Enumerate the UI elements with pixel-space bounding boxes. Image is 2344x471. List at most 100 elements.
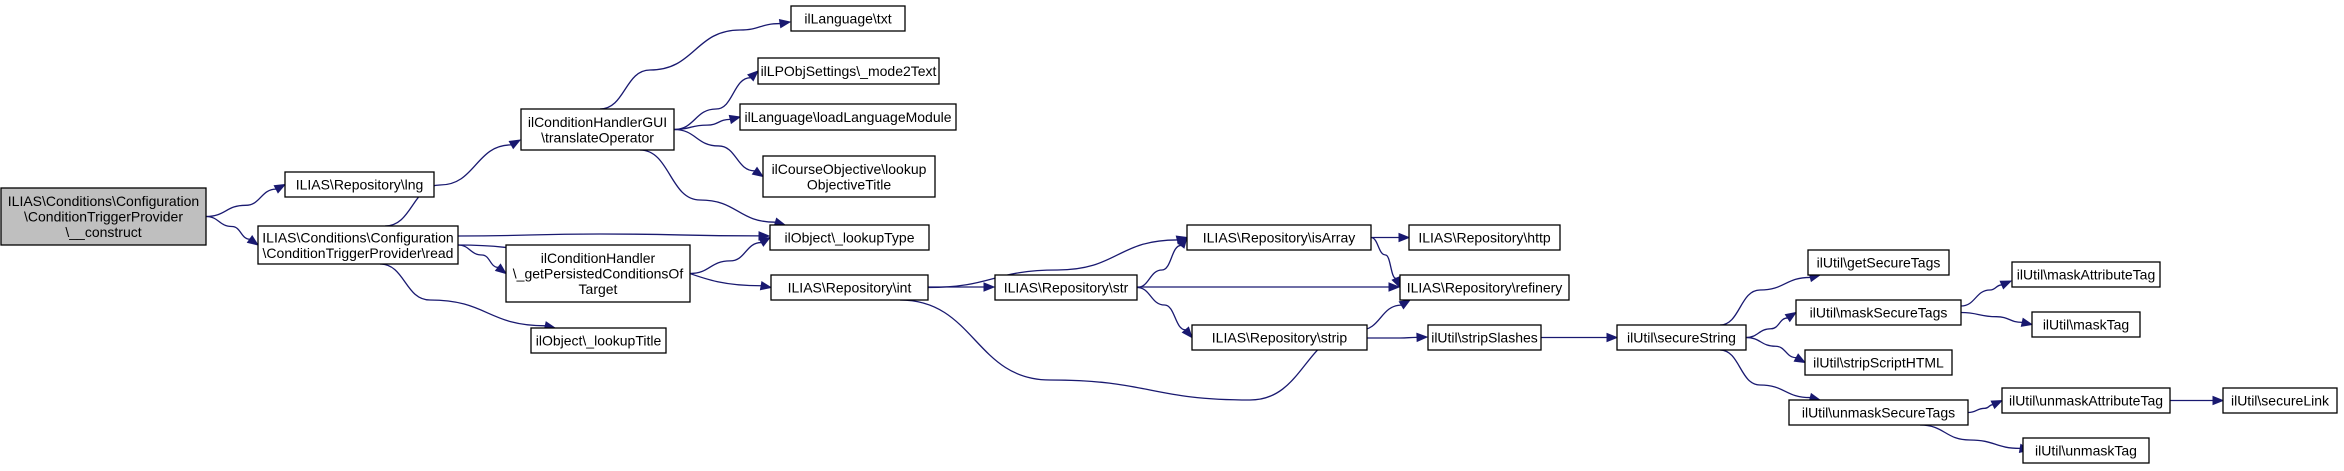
arrowhead-icon	[246, 235, 260, 246]
node-lookup-type[interactable]: ilObject\_lookupType	[769, 224, 930, 251]
node-get-persisted[interactable]: ilConditionHandler\_getPersistedConditio…	[505, 244, 691, 303]
node-label: \translateOperator	[541, 129, 654, 145]
node-label: ilUtil\stripScriptHTML	[1813, 355, 1944, 371]
node-box	[257, 225, 459, 265]
node-label: ILIAS\Repository\refinery	[1407, 280, 1563, 296]
node-box	[1807, 249, 1950, 276]
node-read[interactable]: ILIAS\Conditions\Configuration\Condition…	[257, 225, 459, 265]
node-box	[1408, 224, 1561, 251]
node-mask-tag[interactable]: ilUtil\maskTag	[2031, 311, 2141, 338]
edge-translate-operator-to-lookup-objective-title	[673, 128, 765, 178]
arrowhead-icon	[2020, 317, 2034, 327]
edge-line	[599, 22, 781, 110]
node-is-array[interactable]: ILIAS\Repository\isArray	[1186, 224, 1372, 251]
edge-secure-string-to-mask-secure-tags	[1745, 311, 1798, 339]
node-box	[0, 187, 207, 246]
node-strip[interactable]: ILIAS\Repository\strip	[1191, 324, 1368, 351]
node-strip-slashes[interactable]: ilUtil\stripSlashes	[1427, 324, 1542, 351]
edge-mask-secure-tags-to-mask-tag	[1960, 311, 2034, 327]
edge-line	[689, 241, 762, 275]
arrowhead-icon	[1388, 282, 1401, 292]
node-label: ILIAS\Repository\lng	[296, 177, 424, 193]
edge-line	[1719, 276, 1811, 326]
node-mode2-text[interactable]: ilLPObjSettings\_mode2Text	[757, 57, 940, 85]
arrowhead-icon	[1606, 332, 1619, 343]
edge-line	[379, 263, 546, 327]
edge-translate-operator-to-load-language-module	[673, 114, 742, 131]
node-label: ilUtil\maskSecureTags	[1810, 305, 1948, 321]
node-label: \ConditionTriggerProvider	[24, 209, 183, 225]
arrowhead-icon	[1990, 399, 2004, 410]
node-label: ilCourseObjective\lookup	[772, 161, 927, 177]
node-box	[1427, 324, 1542, 351]
node-box	[505, 244, 691, 303]
node-construct[interactable]: ILIAS\Conditions\Configuration\Condition…	[0, 187, 207, 246]
node-str[interactable]: ILIAS\Repository\str	[994, 274, 1138, 301]
node-label: ilUtil\stripSlashes	[1431, 330, 1538, 346]
arrowhead-icon	[778, 18, 792, 29]
edge-line	[457, 244, 499, 269]
node-translate-operator[interactable]: ilConditionHandlerGUI\translateOperator	[520, 108, 675, 151]
node-box	[769, 224, 930, 251]
edge-translate-operator-to-mode2-text	[673, 70, 759, 131]
node-label: ilLPObjSettings\_mode2Text	[761, 63, 937, 79]
node-secure-link[interactable]: ilUtil\secureLink	[2222, 387, 2338, 414]
node-lng[interactable]: ILIAS\Repository\lng	[284, 171, 435, 198]
node-box	[530, 327, 667, 354]
edge-is-array-to-refinery	[1370, 236, 1401, 289]
node-unmask-attribute-tag[interactable]: ilUtil\unmaskAttributeTag	[2001, 387, 2171, 414]
arrowhead-icon	[751, 166, 765, 178]
edge-line	[1960, 284, 2002, 307]
node-label: ilConditionHandlerGUI	[528, 114, 667, 130]
edge-line	[639, 149, 776, 223]
node-label: ilLanguage\txt	[804, 11, 891, 27]
node-int[interactable]: ILIAS\Repository\int	[770, 274, 929, 301]
edge-line	[673, 128, 755, 172]
node-label: ILIAS\Repository\isArray	[1203, 230, 1356, 246]
node-load-language-module[interactable]: ilLanguage\loadLanguageModule	[739, 103, 957, 131]
edge-translate-operator-to-lookup-type	[639, 149, 787, 227]
node-label: \_getPersistedConditionsOf	[513, 266, 684, 282]
node-box	[790, 5, 906, 32]
node-label: \ConditionTriggerProvider\read	[263, 245, 454, 261]
node-box	[1804, 349, 1953, 376]
edge-line	[1745, 336, 1797, 359]
node-http[interactable]: ILIAS\Repository\http	[1408, 224, 1561, 251]
node-secure-string[interactable]: ilUtil\secureString	[1616, 324, 1747, 351]
node-label: ILIAS\Repository\http	[1418, 230, 1551, 246]
call-graph-nodes: ILIAS\Conditions\Configuration\Condition…	[0, 5, 2338, 464]
arrowhead-icon	[759, 281, 773, 291]
edge-unmask-secure-tags-to-unmask-tag	[1919, 424, 2032, 453]
node-label: ILIAS\Conditions\Configuration	[262, 229, 453, 245]
node-lookup-title[interactable]: ilObject\_lookupTitle	[530, 327, 667, 354]
node-unmask-secure-tags[interactable]: ilUtil\unmaskSecureTags	[1788, 399, 1969, 426]
edge-read-to-lookup-type	[457, 231, 771, 241]
node-box	[1191, 324, 1368, 351]
edge-line	[673, 77, 751, 131]
node-box	[1795, 299, 1962, 326]
edge-read-to-translate-operator	[384, 139, 522, 227]
node-box	[2011, 261, 2161, 288]
node-get-secure-tags[interactable]: ilUtil\getSecureTags	[1807, 249, 1950, 276]
edge-line	[1366, 336, 1418, 339]
node-box	[2031, 311, 2141, 338]
arrowhead-icon	[983, 282, 996, 292]
node-unmask-tag[interactable]: ilUtil\unmaskTag	[2022, 437, 2150, 464]
node-mask-attribute-tag[interactable]: ilUtil\maskAttributeTag	[2011, 261, 2161, 288]
node-label: Target	[579, 281, 618, 297]
node-label: ilObject\_lookupType	[785, 230, 915, 246]
edge-line	[673, 118, 731, 131]
node-label: ilUtil\secureLink	[2231, 393, 2330, 409]
node-box	[994, 274, 1138, 301]
arrowhead-icon	[1176, 236, 1188, 249]
node-mask-secure-tags[interactable]: ilUtil\maskSecureTags	[1795, 299, 1962, 326]
node-label: ilUtil\maskAttributeTag	[2017, 267, 2156, 283]
edge-line	[927, 239, 1178, 289]
node-label: ilObject\_lookupTitle	[536, 333, 662, 349]
node-txt[interactable]: ilLanguage\txt	[790, 5, 906, 32]
arrowhead-icon	[1784, 311, 1798, 323]
node-strip-script-html[interactable]: ilUtil\stripScriptHTML	[1804, 349, 1953, 376]
edge-is-array-to-http	[1370, 232, 1411, 243]
node-refinery[interactable]: ILIAS\Repository\refinery	[1399, 274, 1570, 301]
